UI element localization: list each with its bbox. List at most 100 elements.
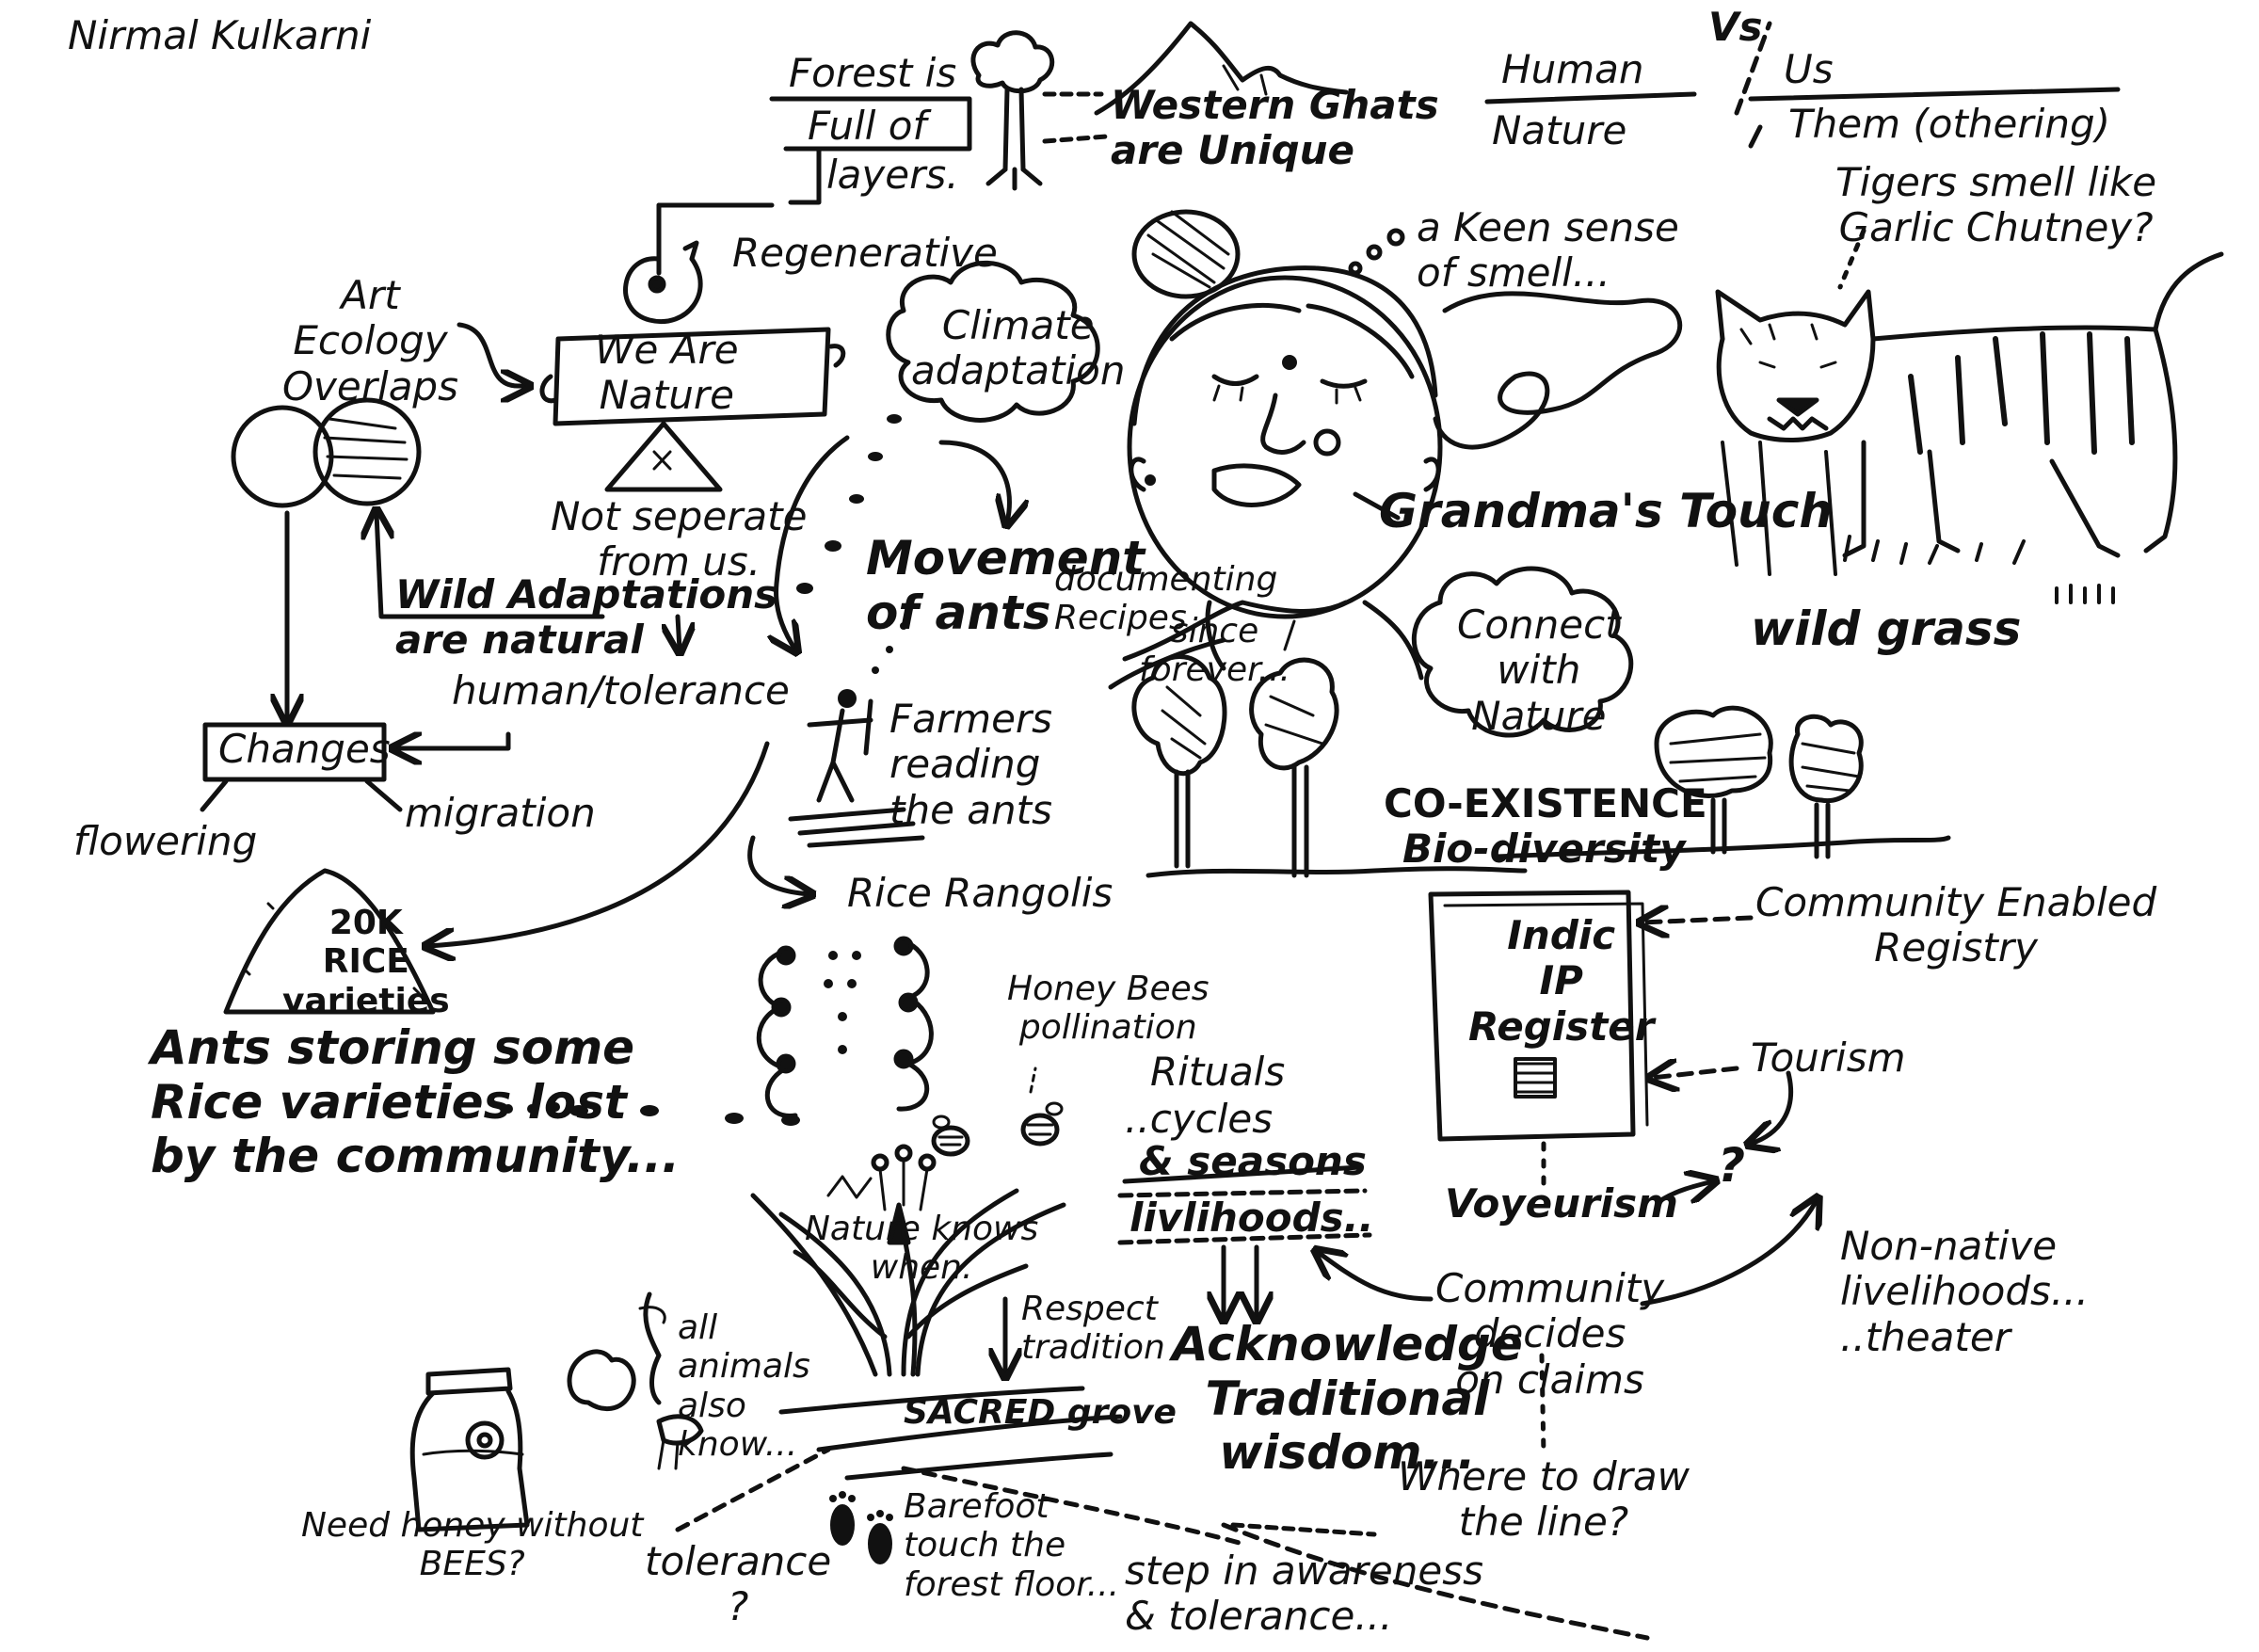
ip-register-book: [1428, 890, 1649, 1142]
changes-box: [202, 722, 387, 782]
author-name: Nirmal Kulkarni: [68, 12, 372, 58]
coexistence-trees: [1131, 654, 1951, 878]
voyeurism-arrow: [1658, 1181, 1713, 1200]
wild-adapt-down-arrow: [678, 614, 680, 650]
question-mark: ?: [1718, 1138, 1746, 1193]
art-ecology-label: Art Ecology Overlaps: [282, 272, 458, 409]
forest-label-3: layers.: [826, 152, 959, 198]
acknowledge-label: Acknowledge Traditional wisdom...: [1172, 1317, 1523, 1480]
human-nature-divider: [1484, 21, 2121, 149]
ground-dash: [901, 1466, 1245, 1547]
rice-rangolis-label: Rice Rangolis: [847, 870, 1113, 916]
where-to-draw-label: Where to draw the line?: [1398, 1453, 1690, 1546]
ants-curve: [777, 435, 850, 650]
forest-label-1: Forest is: [789, 50, 957, 96]
ants-storing-label: Ants storing some Rice varieties lost by…: [151, 1020, 681, 1183]
footprints: [829, 1491, 893, 1564]
human-label: Human: [1501, 46, 1644, 92]
connect-with-nature-label: Connect with Nature: [1457, 601, 1621, 739]
tiger-smell-dots: [1837, 228, 1866, 290]
animal-silhouettes: [567, 1291, 704, 1470]
flowering-label: flowering: [73, 818, 258, 864]
forest-steps: [656, 96, 972, 276]
tiger-smell-label: Tigers smell like Garlic Chutney?: [1835, 159, 2157, 251]
ground-lines: [778, 1386, 1123, 1481]
regenerative-loop: [623, 240, 703, 324]
honey-bees-label: Honey Bees pollination: [1007, 970, 1210, 1048]
barefoot-label: Barefoot touch the forest floor...: [904, 1487, 1120, 1604]
sacred-grove-label: SACRED grove: [904, 1393, 1177, 1432]
tourism-label: Tourism: [1751, 1035, 1906, 1081]
wild-adapt-to-venn-arrow: [376, 513, 605, 619]
smell-swirl: [1433, 291, 1683, 450]
tourism-to-question: [1751, 1070, 1794, 1144]
us-label: Us: [1784, 46, 1834, 92]
we-are-nature-label: We Are Nature: [595, 327, 739, 419]
ip-register-title: Indic IP Register: [1468, 912, 1655, 1050]
honey-jar: [409, 1367, 530, 1532]
nature-label: Nature: [1492, 107, 1627, 153]
voyeurism-label: Voyeurism: [1445, 1180, 1678, 1227]
bee-drawings: [931, 1067, 1064, 1157]
vs-label: Vs: [1708, 4, 1763, 50]
we-are-nature-banner: [539, 327, 846, 426]
farmers-reading-ants-label: Farmers reading the ants: [889, 696, 1053, 833]
recipes-pointer: [1283, 619, 1296, 651]
ant-trail-diagonal: [796, 414, 907, 674]
climate-to-ants-arrow: [938, 440, 1009, 522]
grandma-face: [1108, 209, 1443, 690]
climate-cloud: [886, 260, 1100, 423]
nature-knows-label: Nature knows when.: [805, 1210, 1039, 1288]
ants-to-mound-curve: [428, 741, 770, 946]
livelihoods-label: livlihoods..: [1130, 1195, 1374, 1241]
tolerance-dash: [675, 1447, 831, 1532]
community-decides-label: Community decides on claims: [1435, 1265, 1665, 1403]
need-honey-label: Need honey without BEES?: [301, 1506, 644, 1584]
community-to-acknowledge: [1318, 1252, 1434, 1302]
seasons-underline: [1122, 1164, 1363, 1184]
step-awareness-label: step in awareness & tolerance...: [1125, 1548, 1483, 1640]
changes-to-flowering: [200, 778, 229, 812]
community-to-nonnative: [1640, 1200, 1817, 1307]
registry-arrow: [1642, 918, 1754, 922]
art-to-nature-arrow: [457, 322, 527, 386]
sacred-grove-plant: [750, 1144, 1066, 1377]
venn-diagram: [231, 397, 422, 508]
seasons-label: & seasons: [1139, 1138, 1367, 1184]
keen-smell-label: a Keen sense of smell...: [1417, 204, 1679, 297]
triangle-x: [604, 421, 723, 492]
barefoot-dash: [1230, 1522, 1377, 1537]
community-down-dots: [1539, 1353, 1546, 1457]
non-native-label: Non-native livelihoods... ..theater: [1840, 1223, 2089, 1360]
respect-tradition-label: Respect tradition: [1021, 1290, 1165, 1368]
tolerance-to-changes-arrow: [395, 731, 511, 748]
biodiversity-label: Bio-diversity: [1402, 826, 1686, 872]
climate-adaptation-label: Climate adaptation: [911, 302, 1126, 394]
movement-of-ants-label: Movement of ants: [866, 531, 1146, 640]
smell-dots: [1348, 228, 1405, 276]
since-forever-label: since forever...: [1139, 612, 1290, 690]
tolerance-label: tolerance ?: [645, 1538, 832, 1630]
coexistence-label: CO-EXISTENCE: [1384, 780, 1707, 826]
farmer-figure: [788, 689, 925, 848]
rituals-label: Rituals: [1150, 1049, 1286, 1095]
not-separate-label: Not seperate from us.: [551, 493, 808, 585]
migration-label: migration: [405, 790, 596, 836]
rice-mound: [223, 868, 436, 1015]
tiger-drawing: [1715, 251, 2224, 604]
livelihoods-box: [1117, 1188, 1372, 1245]
rice-mound-label: 20K RICE varieties: [282, 904, 450, 1020]
them-label: Them (othering): [1788, 101, 2110, 147]
wild-grass-label: wild grass: [1751, 601, 2022, 656]
regenerative-label: Regenerative: [732, 230, 998, 276]
rice-rangoli-pattern: [756, 936, 934, 1118]
human-tolerance-label: human/tolerance: [452, 667, 790, 714]
curve-to-rangoli: [747, 835, 809, 894]
touch-line: [1353, 491, 1401, 521]
tree-drawing: [970, 30, 1055, 191]
tourism-arrow: [1652, 1068, 1739, 1078]
grandmas-touch-label: Grandma's Touch: [1379, 484, 1833, 538]
connect-cloud: [1411, 566, 1634, 738]
